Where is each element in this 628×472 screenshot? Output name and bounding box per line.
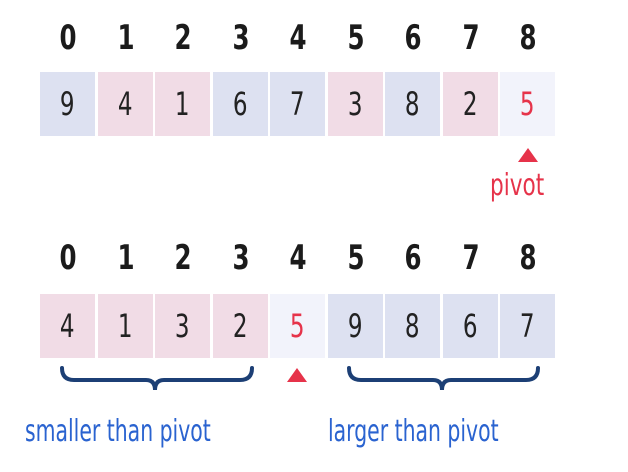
index-label: 2 <box>174 18 192 58</box>
index-label: 3 <box>231 18 250 58</box>
array-cell: 3 <box>327 72 383 136</box>
right-partition-bracket <box>347 366 540 391</box>
larger-than-pivot-label: larger than pivot <box>328 414 499 449</box>
array-cell: 7 <box>270 72 325 136</box>
cell-value: 6 <box>232 85 248 123</box>
left-partition-bracket <box>60 366 254 391</box>
cell-value: 6 <box>462 307 478 345</box>
cell-value: 4 <box>117 85 133 123</box>
index-label: 4 <box>289 18 307 58</box>
cell-value: 7 <box>290 85 305 123</box>
array-cell: 4 <box>40 294 95 358</box>
cell-value: 1 <box>175 85 190 123</box>
index-label: 1 <box>116 238 135 278</box>
index-label: 5 <box>346 238 365 278</box>
index-label: 3 <box>231 238 250 278</box>
cell-value: 8 <box>405 85 420 123</box>
array-cell: 2 <box>442 72 498 136</box>
array-cell: 6 <box>212 72 268 136</box>
cell-value: 3 <box>347 85 363 123</box>
index-label: 8 <box>519 238 537 278</box>
index-label: 2 <box>174 238 192 278</box>
cell-value: 2 <box>462 85 478 123</box>
pivot-arrow-icon <box>518 148 538 162</box>
index-label: 7 <box>461 238 480 278</box>
cell-value: 9 <box>347 307 363 345</box>
pivot-cell: 5 <box>270 294 325 358</box>
array-cell: 7 <box>500 294 555 358</box>
cell-value: 2 <box>232 307 248 345</box>
cell-value: 8 <box>405 307 420 345</box>
index-label: 7 <box>461 18 480 58</box>
array-cell: 3 <box>155 294 210 358</box>
array-cell: 8 <box>385 72 440 136</box>
cell-value: 9 <box>60 85 75 123</box>
pivot-label: pivot <box>490 168 545 203</box>
cell-value: 3 <box>175 307 190 345</box>
index-label: 1 <box>116 18 135 58</box>
cell-value: 1 <box>117 307 133 345</box>
array-cell: 1 <box>155 72 210 136</box>
cell-value: 4 <box>60 307 75 345</box>
smaller-than-pivot-label: smaller than pivot <box>25 414 211 449</box>
cell-value: 7 <box>520 307 535 345</box>
index-label: 0 <box>59 18 77 58</box>
pivot-cell: 5 <box>500 72 555 136</box>
array-cell: 9 <box>40 72 95 136</box>
index-label: 6 <box>404 238 422 278</box>
pivot-arrow-icon <box>287 368 307 382</box>
array-cell: 9 <box>327 294 383 358</box>
index-label: 8 <box>519 18 537 58</box>
index-label: 0 <box>59 238 77 278</box>
array-cell: 4 <box>97 72 153 136</box>
cell-value: 5 <box>290 307 305 345</box>
array-cell: 6 <box>442 294 498 358</box>
index-label: 5 <box>346 18 365 58</box>
cell-value: 5 <box>520 85 535 123</box>
array-cell: 1 <box>97 294 153 358</box>
index-label: 4 <box>289 238 307 278</box>
array-cell: 2 <box>212 294 268 358</box>
array-cell: 8 <box>385 294 440 358</box>
index-label: 6 <box>404 18 422 58</box>
